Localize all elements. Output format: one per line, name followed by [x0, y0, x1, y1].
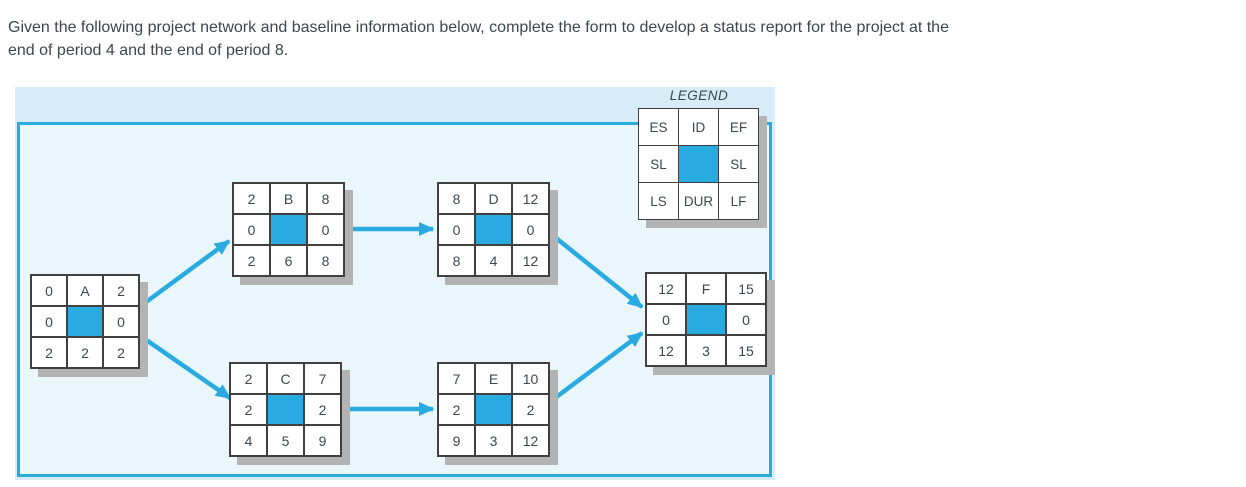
node-C-cell: 7 [303, 362, 342, 395]
node-F-cell: F [685, 272, 727, 305]
node-E-cell: 9 [437, 424, 476, 457]
node-C-cell: 2 [303, 393, 342, 426]
node-D-cell: 4 [474, 244, 513, 277]
node-B-cell: 0 [306, 213, 345, 246]
node-F-cell: 15 [725, 272, 767, 305]
node-A-cell: 0 [30, 274, 68, 307]
problem-statement-line1: Given the following project network and … [8, 19, 949, 36]
node-A-cell: 2 [66, 336, 104, 369]
legend-table-cell [678, 145, 719, 183]
node-F-cell [685, 303, 727, 336]
node-A-cell: 2 [102, 274, 140, 307]
node-B-cell: 0 [232, 213, 271, 246]
node-F-cell: 12 [645, 272, 687, 305]
legend-table-cell: LS [638, 182, 679, 220]
node-D-cell [474, 213, 513, 246]
node-A-cell: 2 [102, 336, 140, 369]
legend-table-cell: ID [678, 108, 719, 146]
node-D-cell: 8 [437, 182, 476, 215]
node-A-cell: 0 [102, 305, 140, 338]
legend-table-cell: EF [718, 108, 759, 146]
node-A-cell: 0 [30, 305, 68, 338]
node-E-cell: E [474, 362, 513, 395]
node-C-cell: 5 [266, 424, 305, 457]
node-F-cell: 12 [645, 334, 687, 367]
legend-table-cell: LF [718, 182, 759, 220]
legend-table-cell: DUR [678, 182, 719, 220]
node-B-cell: 6 [269, 244, 308, 277]
legend-table-cell: ES [638, 108, 679, 146]
node-B-cell: B [269, 182, 308, 215]
legend-title: LEGEND [669, 88, 729, 103]
node-E-cell [474, 393, 513, 426]
node-C-cell: 4 [229, 424, 268, 457]
node-F-cell: 15 [725, 334, 767, 367]
node-B-cell: 2 [232, 182, 271, 215]
node-F-cell: 3 [685, 334, 727, 367]
node-E-cell: 2 [437, 393, 476, 426]
node-E-cell: 10 [511, 362, 550, 395]
node-C-cell: C [266, 362, 305, 395]
node-E-cell: 7 [437, 362, 476, 395]
node-D-cell: 0 [437, 213, 476, 246]
legend-table-cell: SL [638, 145, 679, 183]
node-A-cell [66, 305, 104, 338]
node-E-cell: 3 [474, 424, 513, 457]
node-F-cell: 0 [645, 303, 687, 336]
problem-statement: Given the following project network and … [8, 17, 1233, 62]
problem-statement-line2: end of period 4 and the end of period 8. [8, 41, 289, 59]
legend-table-cell: SL [718, 145, 759, 183]
node-D-cell: 8 [437, 244, 476, 277]
node-E-cell: 2 [511, 393, 550, 426]
node-D-cell: D [474, 182, 513, 215]
node-B-cell: 8 [306, 182, 345, 215]
node-F-cell: 0 [725, 303, 767, 336]
node-D-cell: 0 [511, 213, 550, 246]
node-D-cell: 12 [511, 244, 550, 277]
node-A-cell: A [66, 274, 104, 307]
node-C-cell: 9 [303, 424, 342, 457]
node-B-cell [269, 213, 308, 246]
node-B-cell: 2 [232, 244, 271, 277]
node-A-cell: 2 [30, 336, 68, 369]
node-B-cell: 8 [306, 244, 345, 277]
node-C-cell: 2 [229, 393, 268, 426]
node-D-cell: 12 [511, 182, 550, 215]
node-E-cell: 12 [511, 424, 550, 457]
node-C-cell: 2 [229, 362, 268, 395]
node-C-cell [266, 393, 305, 426]
